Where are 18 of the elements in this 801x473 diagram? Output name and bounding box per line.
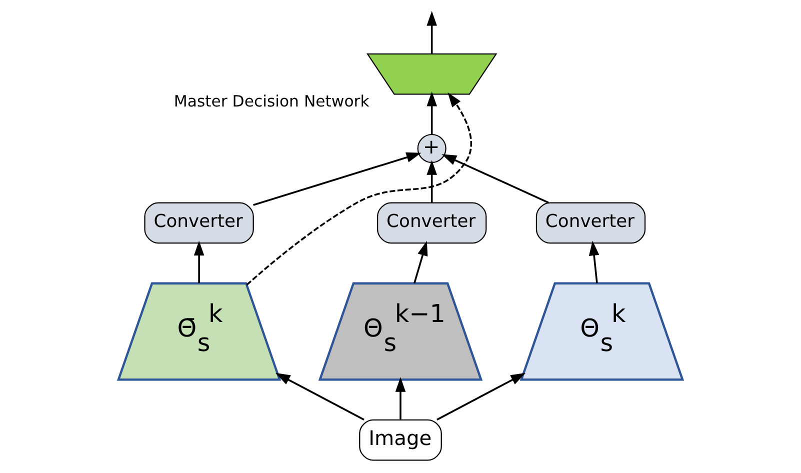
arrow — [395, 377, 406, 420]
arrow — [588, 240, 600, 284]
node-box: Converter — [144, 202, 254, 244]
arrow — [436, 372, 526, 420]
arrow — [246, 92, 472, 286]
node-box: Image — [359, 419, 442, 461]
node-label: Master Decision Network — [174, 92, 370, 111]
arrow — [426, 11, 438, 54]
arrow — [275, 372, 364, 420]
node-box: Converter — [536, 202, 646, 244]
arrow — [253, 152, 422, 206]
arrow — [442, 154, 549, 204]
arrow — [414, 240, 428, 284]
arrow — [426, 92, 438, 134]
arrow — [426, 160, 438, 202]
node-circle: + — [417, 134, 446, 164]
arrow — [194, 240, 204, 284]
node-box: Converter — [377, 202, 487, 244]
